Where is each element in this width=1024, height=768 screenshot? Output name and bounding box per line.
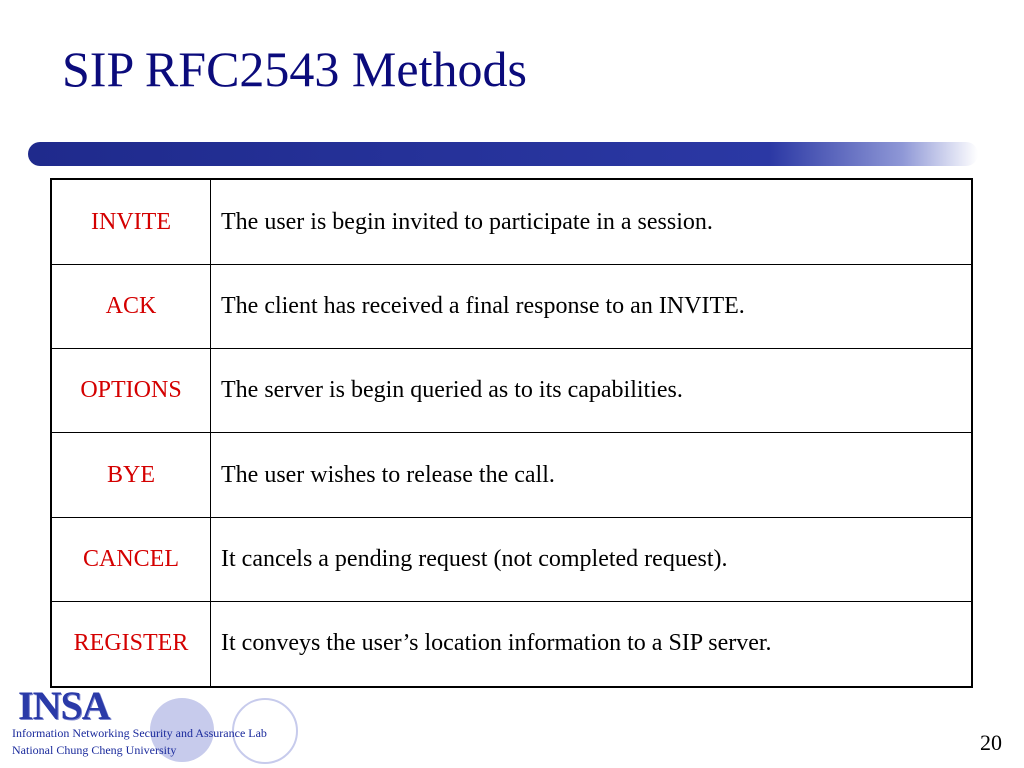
table-row: ACK The client has received a final resp… <box>50 264 973 350</box>
slide-title: SIP RFC2543 Methods <box>62 41 527 97</box>
university-name: National Chung Cheng University <box>12 743 177 757</box>
method-name: INVITE <box>50 178 211 266</box>
method-name: REGISTER <box>50 600 211 688</box>
table-row: CANCEL It cancels a pending request (not… <box>50 516 973 602</box>
insa-logo-text: INSA <box>18 683 111 728</box>
logo-circle-filled <box>150 698 214 762</box>
method-description: The user is begin invited to participate… <box>210 178 973 266</box>
page-number: 20 <box>980 730 1002 755</box>
method-name: BYE <box>50 432 211 518</box>
method-name: CANCEL <box>50 516 211 602</box>
footer-logo: INSA Information Networking Security and… <box>0 682 330 768</box>
method-description: It conveys the user’s location informati… <box>210 600 973 688</box>
method-description: It cancels a pending request (not comple… <box>210 516 973 602</box>
table-row: INVITE The user is begin invited to part… <box>50 178 973 266</box>
title-underline-bar <box>28 142 978 166</box>
table-row: BYE The user wishes to release the call. <box>50 432 973 518</box>
logo-circle-outline <box>232 698 298 764</box>
lab-name: Information Networking Security and Assu… <box>12 726 267 740</box>
method-description: The server is begin queried as to its ca… <box>210 348 973 434</box>
table-row: OPTIONS The server is begin queried as t… <box>50 348 973 434</box>
method-name: ACK <box>50 264 211 350</box>
method-description: The client has received a final response… <box>210 264 973 350</box>
method-description: The user wishes to release the call. <box>210 432 973 518</box>
methods-table: INVITE The user is begin invited to part… <box>50 178 973 688</box>
method-name: OPTIONS <box>50 348 211 434</box>
table-row: REGISTER It conveys the user’s location … <box>50 600 973 688</box>
